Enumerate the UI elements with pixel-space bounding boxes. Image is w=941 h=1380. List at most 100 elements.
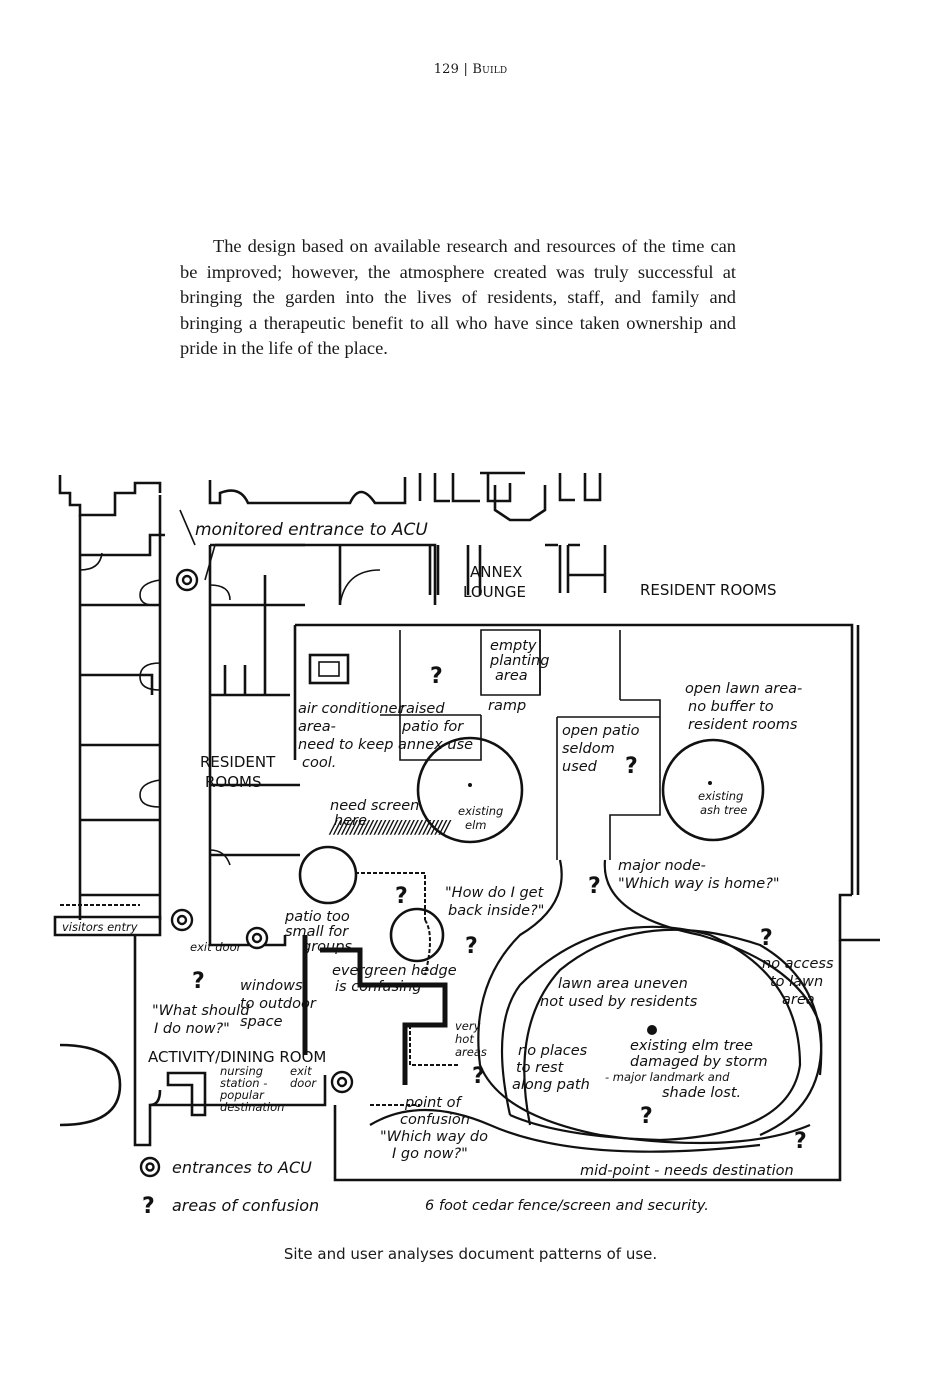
confusion-note-2: confusion - bbox=[400, 1112, 480, 1128]
elm-trunk bbox=[468, 783, 472, 787]
evergreen-note-2: is confusing bbox=[335, 979, 422, 995]
nursing-note-3: popular bbox=[219, 1088, 265, 1102]
evergreen-hedges bbox=[60, 872, 460, 1106]
empty-planting-note-1: empty bbox=[490, 638, 537, 654]
legend-confusion: areas of confusion bbox=[172, 1196, 319, 1215]
no-rest-note-1: no places bbox=[518, 1043, 588, 1059]
mid-point-note: mid-point - needs destination bbox=[580, 1163, 794, 1179]
patio-too-small-note-1: patio too bbox=[284, 909, 350, 925]
air-conditioner-inner bbox=[318, 661, 340, 677]
running-head-separator: | bbox=[463, 62, 469, 77]
open-patio-note-2: seldom bbox=[562, 741, 615, 757]
confusion-legend-icon: ? bbox=[142, 1194, 155, 1219]
ac-note-2: area- bbox=[298, 719, 336, 735]
major-node-note-2: "Which way is home?" bbox=[618, 876, 780, 892]
open-lawn-note-2: no buffer to bbox=[688, 699, 774, 715]
left-wing-walls bbox=[58, 475, 305, 920]
question-icon: ? bbox=[640, 1104, 653, 1129]
raised-patio-note-3: annex use bbox=[398, 737, 473, 753]
elm-note-2: elm bbox=[465, 818, 486, 832]
ash-tree-note-2: ash tree bbox=[700, 803, 747, 817]
question-icon: ? bbox=[472, 1064, 485, 1089]
annex-label: ANNEX bbox=[470, 563, 522, 581]
exit-door-note: exit door bbox=[190, 940, 243, 954]
elm-damaged-note-4: shade lost. bbox=[662, 1085, 741, 1101]
ash-trunk bbox=[708, 781, 712, 785]
elm-damaged-note-3: - major landmark and bbox=[605, 1070, 730, 1084]
open-lawn-note-1: open lawn area- bbox=[685, 681, 802, 697]
ac-note-4: cool. bbox=[302, 755, 336, 771]
entrance-legend-icon bbox=[139, 1156, 161, 1178]
page-number: 129 bbox=[433, 62, 460, 77]
very-hot-note-2: hot bbox=[455, 1032, 474, 1046]
cedar-fence-note: 6 foot cedar fence/screen and security. bbox=[425, 1198, 709, 1214]
ac-note-1: air conditioner bbox=[298, 701, 404, 717]
very-hot-note-1: very bbox=[455, 1019, 481, 1033]
major-node-note-1: major node- bbox=[618, 858, 706, 874]
resident-rooms-left-label: RESIDENT bbox=[200, 753, 276, 771]
lawn-uneven-note-1: lawn area uneven bbox=[558, 976, 688, 992]
ramp-note: ramp bbox=[488, 698, 526, 714]
entrance-icon bbox=[245, 926, 269, 950]
confusion-markers: ? ? ? ? ? ? ? ? ? ? bbox=[192, 664, 807, 1154]
no-access-note-2: to lawn bbox=[770, 974, 823, 990]
exit-door-2-note-1: exit bbox=[290, 1064, 312, 1078]
ash-tree-note-1: existing bbox=[698, 789, 743, 803]
evergreen-note-1: evergreen hedge bbox=[332, 963, 457, 979]
site-analysis-plan: ///////////////////////////// ANNEX LOUN… bbox=[40, 465, 920, 1225]
entrance-icon bbox=[175, 568, 199, 592]
acu-entrances bbox=[170, 568, 354, 1094]
monitored-entrance-note: monitored entrance to ACU bbox=[195, 520, 428, 540]
question-icon: ? bbox=[588, 874, 601, 899]
get-back-note-1: "How do I get bbox=[445, 885, 545, 901]
empty-planting-note-2: planting bbox=[489, 653, 549, 669]
elm-damaged-note-2: damaged by storm bbox=[630, 1054, 768, 1070]
question-icon: ? bbox=[395, 884, 408, 909]
screen-hatching: ///////////////////////////// bbox=[328, 817, 452, 838]
no-access-note-3: area bbox=[782, 992, 815, 1008]
elm-note-1: existing bbox=[458, 804, 503, 818]
raised-patio-note-1: raised bbox=[400, 701, 445, 717]
annex-walls bbox=[215, 543, 880, 942]
question-icon: ? bbox=[430, 664, 443, 689]
question-icon: ? bbox=[625, 754, 638, 779]
elm-damaged-note-1: existing elm tree bbox=[630, 1038, 753, 1054]
very-hot-note-3: areas bbox=[455, 1045, 487, 1059]
entrance-icon bbox=[330, 1070, 354, 1094]
ash-tree-canopy bbox=[661, 738, 765, 842]
open-patio-note-1: open patio bbox=[562, 723, 640, 739]
question-icon: ? bbox=[794, 1129, 807, 1154]
air-conditioner-unit bbox=[308, 653, 350, 685]
elm-tree-trunk bbox=[647, 1025, 657, 1035]
legend-entrances: entrances to ACU bbox=[172, 1158, 312, 1177]
courtyard-partitions bbox=[380, 629, 661, 860]
garden-walking-paths bbox=[369, 859, 823, 1153]
no-access-note-1: no access bbox=[762, 956, 834, 972]
site-plan-drawing: ///////////////////////////// ANNEX LOUN… bbox=[53, 471, 880, 1219]
confusion-note-3: "Which way do bbox=[380, 1129, 488, 1145]
need-screen-note-1: need screen bbox=[330, 798, 419, 814]
visitors-entry-note: visitors entry bbox=[62, 920, 138, 934]
exit-door-2-note-2: door bbox=[290, 1076, 317, 1090]
lounge-label: LOUNGE bbox=[463, 583, 526, 601]
confusion-note-4: I go now?" bbox=[392, 1146, 468, 1162]
raised-patio-note-2: patio for bbox=[401, 719, 464, 735]
activity-dining-label: ACTIVITY/DINING ROOM bbox=[148, 1048, 326, 1066]
question-icon: ? bbox=[465, 934, 478, 959]
open-patio-note-3: used bbox=[562, 759, 598, 775]
patio-too-small-note-3: groups bbox=[302, 939, 352, 955]
windows-note-2: to outdoor bbox=[240, 996, 317, 1012]
section-title: Build bbox=[472, 62, 508, 77]
small-tree-canopy-2 bbox=[389, 907, 445, 963]
get-back-note-2: back inside?" bbox=[448, 903, 544, 919]
confusion-note-1: point of bbox=[404, 1095, 462, 1111]
offsite-tree bbox=[59, 1043, 122, 1127]
patio-too-small-note-2: small for bbox=[285, 924, 349, 940]
empty-planting-note-3: area bbox=[495, 668, 528, 684]
question-icon: ? bbox=[192, 969, 205, 994]
windows-note-1: windows bbox=[240, 978, 303, 994]
open-lawn-note-3: resident rooms bbox=[688, 717, 798, 733]
windows-note-3: space bbox=[240, 1014, 283, 1030]
running-head: 129 | Build bbox=[0, 62, 941, 77]
figure-caption: Site and user analyses document patterns… bbox=[283, 1245, 658, 1263]
